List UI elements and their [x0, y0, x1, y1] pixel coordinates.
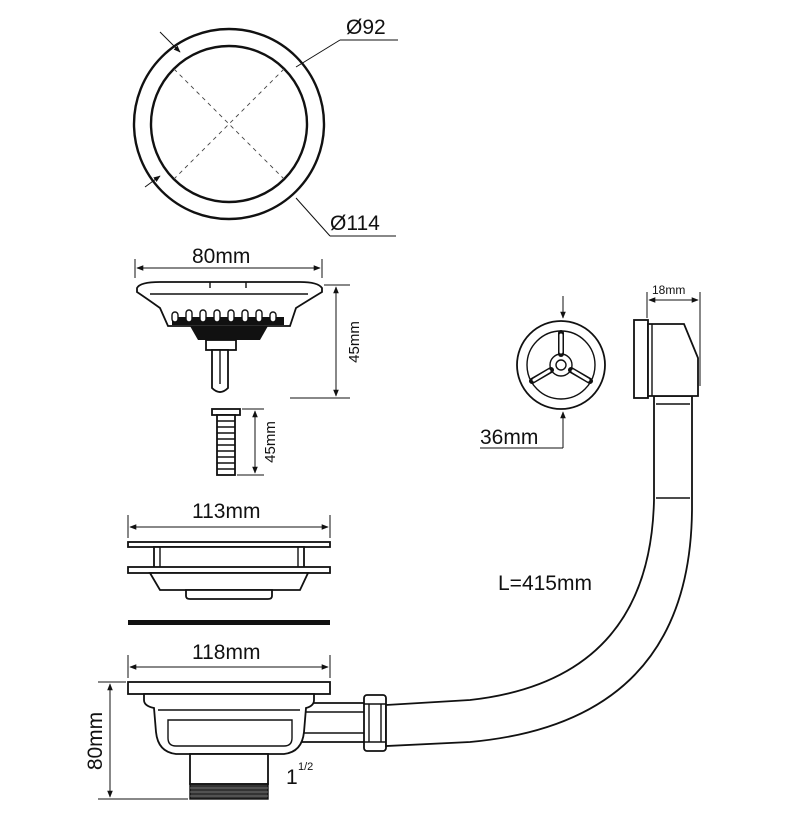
drain-body: 118mm 80mm 1 1/2	[84, 641, 387, 800]
overflow-depth-label: 18mm	[652, 283, 685, 297]
flange-width-label: 113mm	[192, 500, 260, 523]
knob-diameter-label: 36mm	[480, 426, 538, 449]
basket-width-label: 80mm	[192, 245, 250, 268]
body-width-label: 118mm	[192, 641, 260, 664]
outer-diameter-label: Ø114	[330, 212, 380, 235]
hose-length-label: L=415mm	[498, 572, 592, 595]
thread-size-label: 1	[286, 766, 298, 789]
overflow-knob: 36mm	[480, 296, 606, 449]
rubber-gasket	[128, 620, 330, 625]
inner-ring-edge	[149, 44, 309, 204]
inner-diameter-label: Ø92	[346, 16, 386, 39]
outer-ring-edge	[132, 27, 326, 221]
connecting-screw: 45mm	[211, 408, 279, 476]
flange-assembly: 113mm	[127, 500, 331, 600]
screw-length-label: 45mm	[262, 421, 279, 463]
overflow-hose-assembly: 18mm L=415mm	[385, 283, 701, 747]
overflow-hose	[385, 395, 693, 747]
strainer-basket: 80mm 45mm	[134, 245, 363, 399]
basket-height-label: 45mm	[346, 321, 363, 363]
body-height-label: 80mm	[84, 712, 107, 770]
thread-size-superscript: 1/2	[298, 761, 313, 773]
top-view-ring: Ø92 Ø114	[132, 16, 398, 237]
